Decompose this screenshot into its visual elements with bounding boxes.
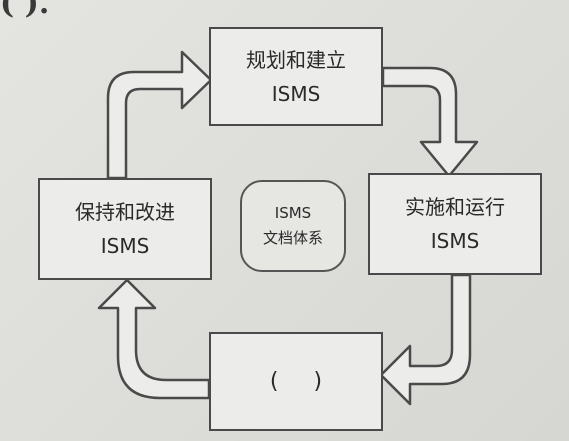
box-plan-line1: 规划和建立 [246,47,346,72]
arrow-check-to-keep-body [97,278,211,400]
arrow-do-to-check [379,273,472,406]
box-maintain-and-improve: 保持和改进 ISMS [38,178,212,280]
question-text-fragment: ( ). [0,0,50,21]
box-check-text: ( ) [269,368,323,394]
center-line2: 文档体系 [262,229,323,247]
arrow-keep-to-plan [106,50,213,180]
box-do-line1: 实施和运行 [405,195,505,219]
center-isms-documentation: ISMS 文档体系 [240,180,346,272]
box-plan-and-establish: 规划和建立 ISMS [209,27,383,126]
box-keep-line2: ISMS [100,234,150,258]
box-implement-and-operate: 实施和运行 ISMS [368,173,542,275]
box-do-line2: ISMS [430,229,480,253]
box-plan-line2: ISMS [271,81,321,106]
center-line1: ISMS [274,204,312,222]
box-blank-answer: ( ) [209,332,383,431]
box-keep-line1: 保持和改进 [75,200,175,224]
arrow-plan-to-do [381,66,479,178]
